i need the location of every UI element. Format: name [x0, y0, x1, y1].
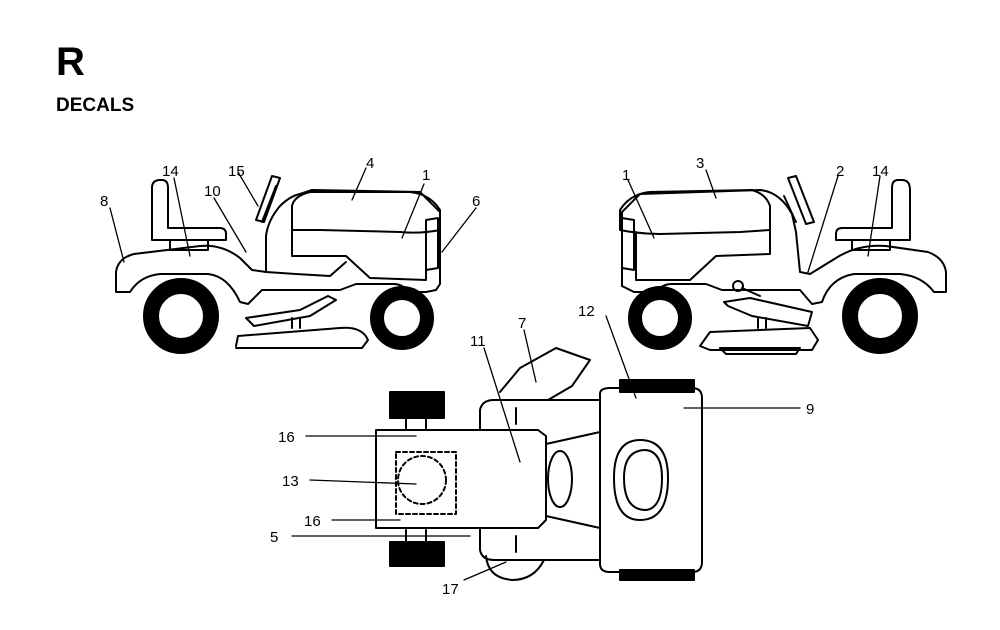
- right-seat: [835, 179, 911, 241]
- callout-7: 7: [518, 315, 526, 332]
- right-grille: [621, 217, 635, 271]
- callout-labels: 8 14 15 10 4 1 6 1 3 2 14 7 11 12 9 16 1…: [100, 155, 889, 598]
- left-hood: [291, 191, 441, 234]
- left-hood-lower: [265, 261, 347, 277]
- left-seat: [151, 179, 227, 241]
- top-rear-wheel-lower: [619, 569, 695, 581]
- callout-16-lower: 16: [304, 513, 321, 530]
- section-letter: R: [56, 40, 85, 84]
- left-footrest: [245, 295, 337, 327]
- left-steering-column: [261, 185, 277, 223]
- callout-15: 15: [228, 163, 245, 180]
- left-rear-body: [115, 189, 441, 305]
- top-hood-decal-frame: [395, 451, 457, 515]
- right-side-view-tractor: [619, 175, 947, 355]
- right-hood: [619, 189, 771, 235]
- right-hood-side: [635, 229, 771, 281]
- right-body: [621, 189, 947, 305]
- leader-lines: [109, 167, 881, 581]
- callout-12: 12: [578, 303, 595, 320]
- top-grass-deflector: [485, 555, 545, 581]
- top-front-axle: [405, 417, 427, 543]
- section-title: DECALS: [56, 95, 135, 116]
- right-lever: [741, 287, 761, 297]
- callout-1-right: 1: [622, 167, 630, 184]
- callout-1-left: 1: [422, 167, 430, 184]
- right-front-wheel-hub: [640, 298, 680, 338]
- right-rear-wheel-hub: [856, 292, 904, 340]
- right-lever-knob: [732, 280, 744, 292]
- right-steering-wheel: [787, 175, 815, 225]
- left-mower-deck: [235, 326, 369, 349]
- callout-4: 4: [366, 155, 374, 172]
- callout-3: 3: [696, 155, 704, 172]
- callout-14-left: 14: [162, 163, 179, 180]
- left-deck-mount: [291, 317, 301, 329]
- left-hood-side: [291, 229, 427, 281]
- left-grille: [425, 217, 439, 271]
- left-side-view-tractor: [115, 175, 441, 354]
- top-discharge-chute: [499, 347, 591, 401]
- top-steering-hub: [547, 450, 573, 508]
- top-view-tractor: [375, 347, 703, 581]
- left-front-wheel-hub: [382, 298, 422, 338]
- callout-9: 9: [806, 401, 814, 418]
- callout-2: 2: [836, 163, 844, 180]
- right-footrest: [723, 297, 813, 327]
- callout-14-right: 14: [872, 163, 889, 180]
- top-front-wheel-lower: [389, 541, 445, 567]
- callout-5: 5: [270, 529, 278, 546]
- top-seat-inner: [623, 449, 663, 511]
- callout-16-upper: 16: [278, 429, 295, 446]
- callout-13: 13: [282, 473, 299, 490]
- callout-17: 17: [442, 581, 459, 598]
- top-front-wheel-upper: [389, 391, 445, 419]
- callout-11: 11: [470, 333, 486, 350]
- right-mower-deck: [699, 327, 819, 351]
- top-seat-outer: [613, 439, 669, 521]
- callout-8: 8: [100, 193, 108, 210]
- right-deck-chute: [719, 347, 801, 355]
- top-rear-fender: [599, 387, 703, 573]
- top-hood-emblem: [397, 455, 447, 505]
- top-body: [479, 399, 601, 561]
- top-hood: [375, 429, 547, 529]
- callout-10: 10: [204, 183, 221, 200]
- top-dash: [545, 431, 601, 529]
- right-deck-mount: [757, 317, 767, 329]
- callout-6: 6: [472, 193, 480, 210]
- right-seat-base: [851, 239, 891, 251]
- left-steering-wheel: [255, 175, 281, 223]
- left-rear-wheel-hub: [157, 292, 205, 340]
